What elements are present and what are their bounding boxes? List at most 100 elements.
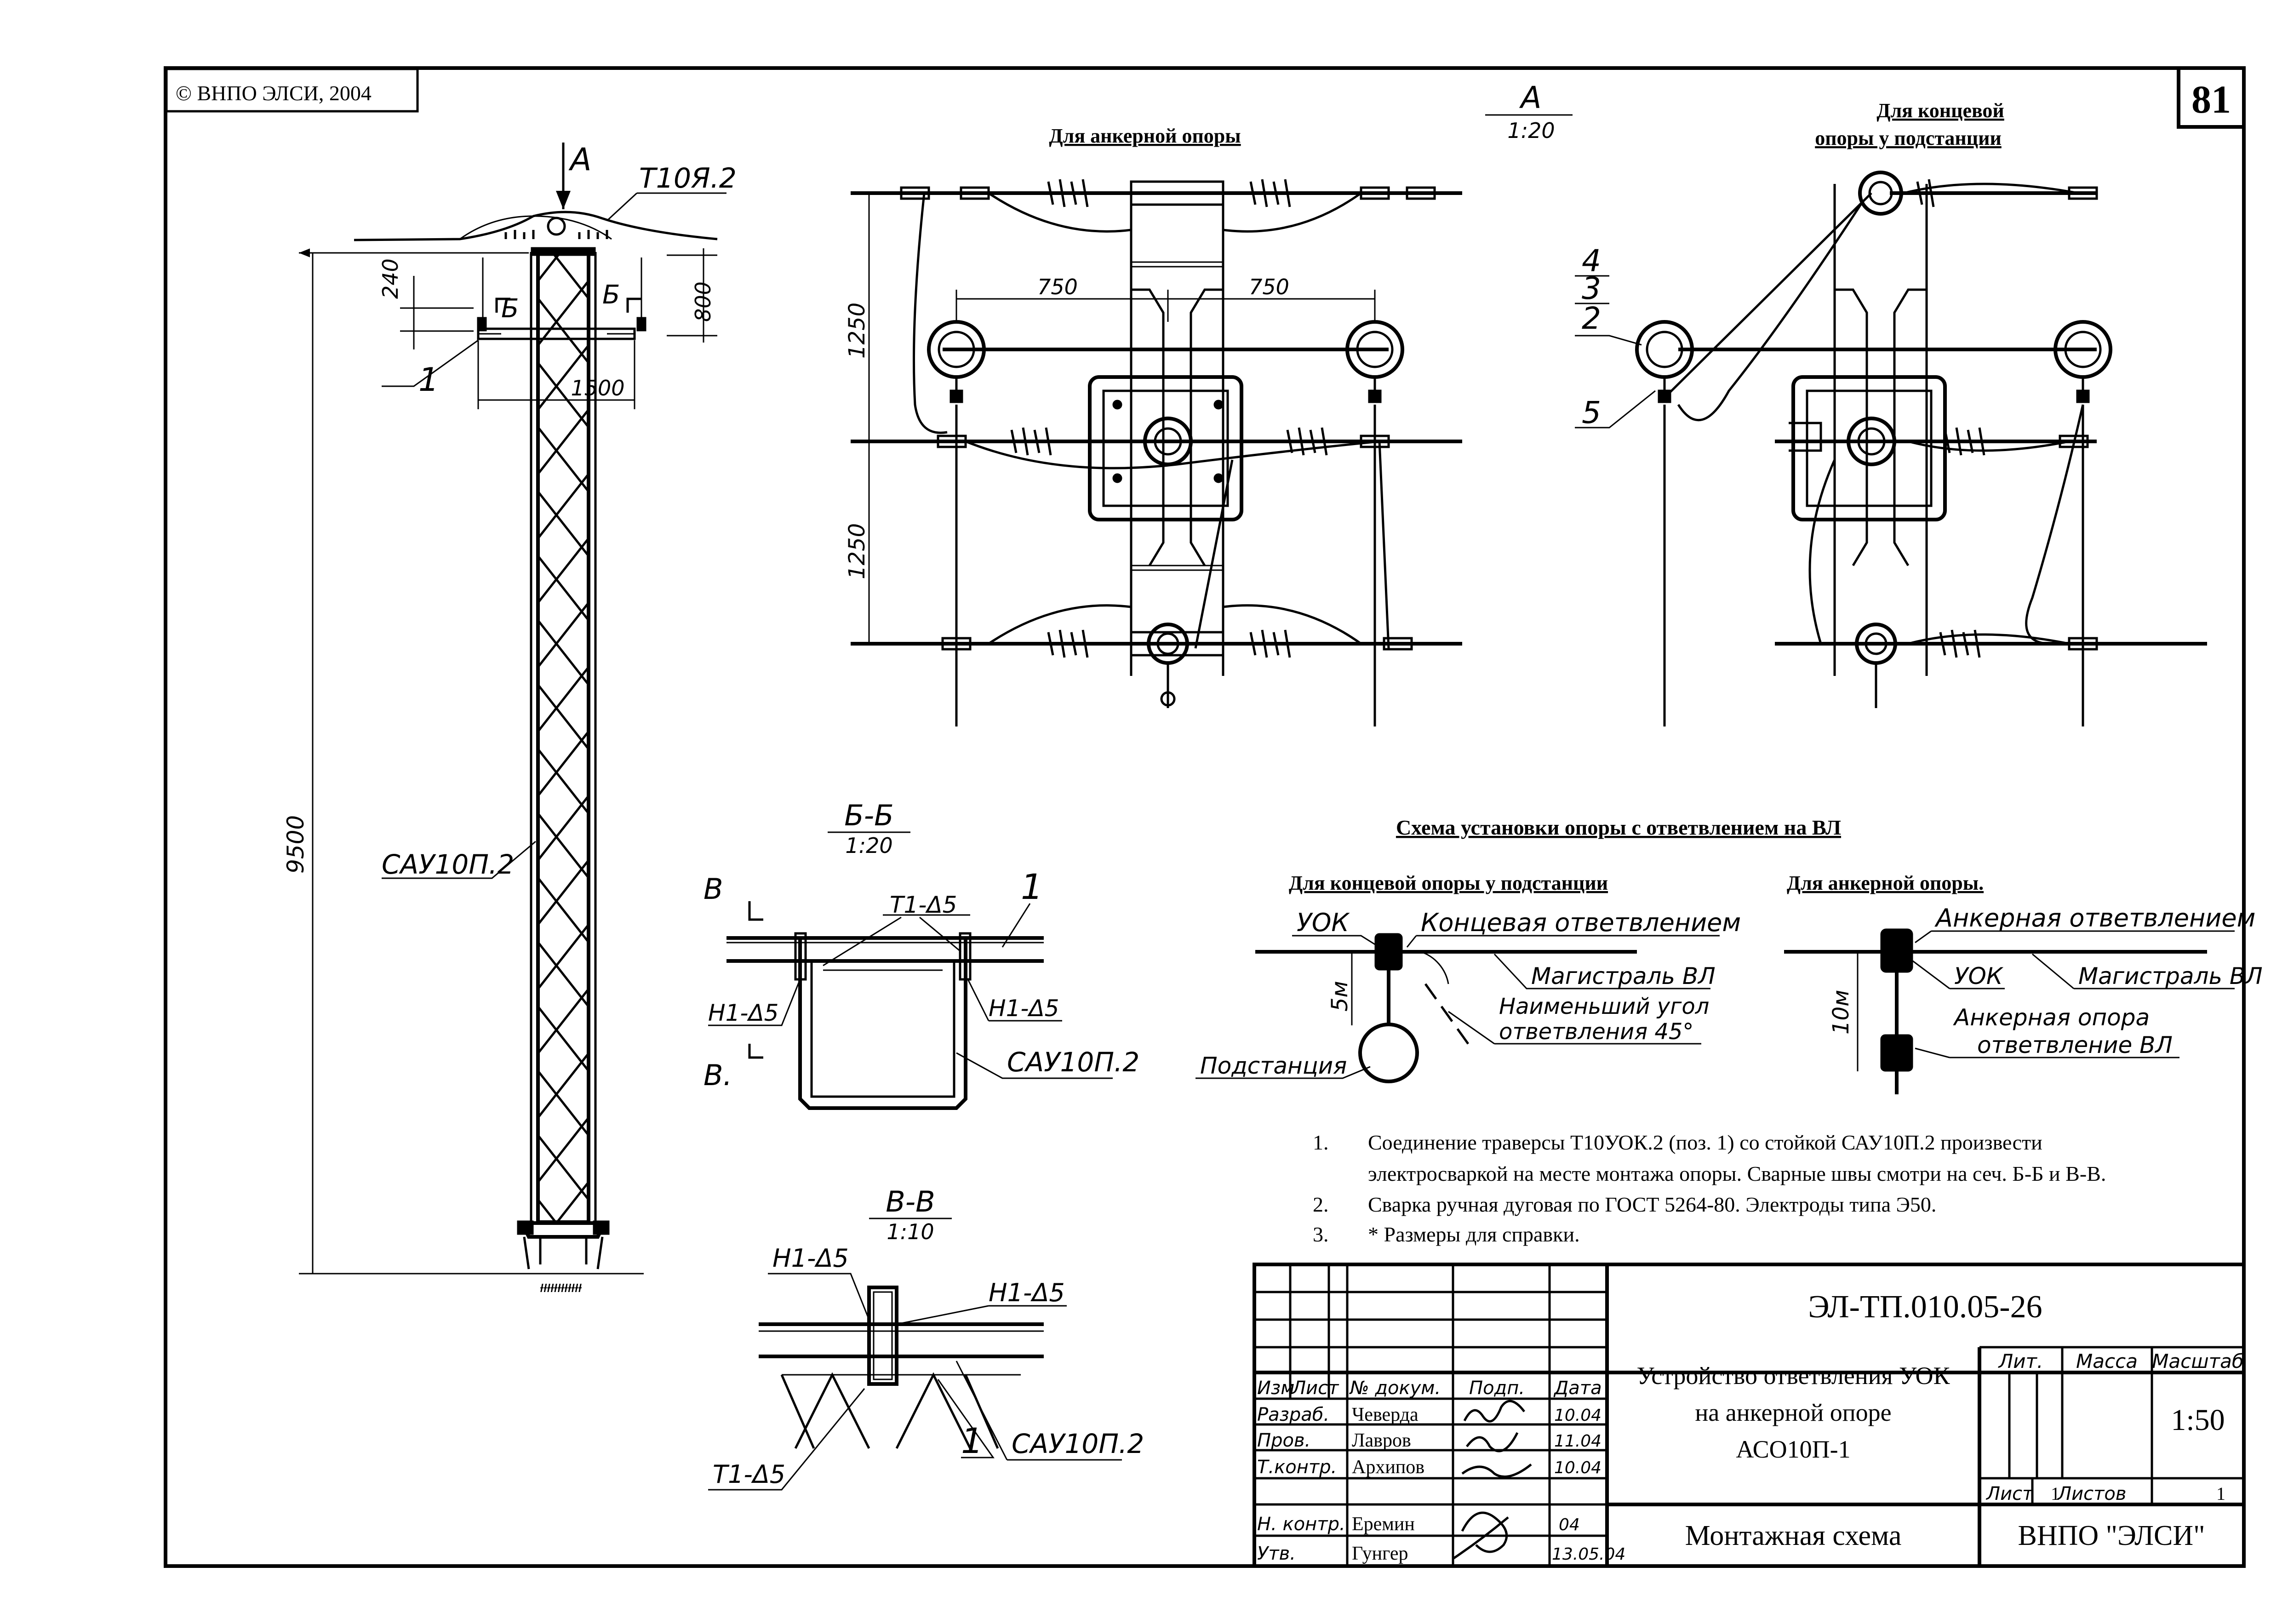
description-line-2: на анкерной опоре [1695,1399,1891,1426]
weld-vv-left: Н1-Δ5 [772,1244,849,1273]
scheme-left-main: Магистраль ВЛ [1531,963,1716,989]
weld-left-label: Н1-Δ5 [708,1000,778,1026]
date-3: 10.04 [1554,1458,1602,1477]
name-1: Чеверда [1352,1404,1419,1425]
copyright-box [165,68,419,113]
note-1-line-1: Соединение траверсы Т10УОК.2 (поз. 1) со… [1368,1131,2042,1154]
view-a-header: А 1:20 Для анкерной опоры Для концевой о… [1049,80,2004,149]
view-a-scale: 1:20 [1507,118,1555,143]
scheme-left-angle-2: ответвления 45° [1499,1019,1693,1045]
role-2: Пров. [1257,1430,1310,1451]
date-5: 13.05.04 [1552,1545,1625,1564]
terminal-support-title-1: Для концевой [1876,99,2004,122]
header-sign: Подп. [1469,1378,1525,1399]
title-block: ЭЛ-ТП.010.05-26 Устройство ответвления У… [1253,1263,2246,1568]
scheme-right-title: Для анкерной опоры. [1787,872,1984,894]
organization: ВНПО "ЭЛСИ" [2018,1520,2205,1551]
section-vv-pos-1: 1 [961,1420,983,1461]
note-3-num: 3. [1313,1223,1329,1246]
note-2-line-1: Сварка ручная дуговая по ГОСТ 5264-80. Э… [1368,1193,1936,1216]
section-b-right: Б [602,280,620,310]
scheme-left-angle-1: Наименьший угол [1499,994,1709,1019]
signatures [1452,1400,1532,1560]
scheme-right-anchor-2: ответвление ВЛ [1977,1032,2173,1058]
dim-750-right: 750 [1249,274,1289,299]
description-line-1: Устройство ответвления УОК [1636,1362,1950,1390]
pole-elevation-view: ᵼᵼᵼᵼᵼᵼᵼᵼᵼᵼᵼᵼ А Т10Я.2 240 Б Б 800 1500 1… [282,142,737,1296]
date-1: 10.04 [1554,1406,1602,1425]
section-vv-title: В-В [886,1185,935,1218]
date-4: 04 [1559,1515,1580,1534]
sheet-frame: © ВНПО ЭЛСИ, 2004 81 [164,66,2246,1568]
section-bb-column: САУ10П.2 [1007,1046,1139,1078]
scheme-title: Схема установки опоры с ответвлением на … [1396,816,1841,839]
dim-1250-bottom: 1250 [844,523,870,579]
description-line-3: АСО10П-1 [1736,1435,1850,1463]
section-b-left: Б [501,294,519,324]
dim-800: 800 [691,281,715,322]
name-5: Гунгер [1352,1543,1408,1564]
header-list: Лист [1291,1378,1339,1399]
scheme-left-uok-box [1374,933,1403,971]
scheme-right-branch: Анкерная ответвлением [1934,903,2255,932]
sheet-number: 81 [2191,77,2231,121]
scheme-right-anchor-1: Анкерная опора [1953,1004,2150,1031]
scheme-left-substation: Подстанция [1200,1052,1347,1079]
scheme-left-dim: 5м [1327,981,1353,1012]
pos-1-label: 1 [418,361,439,399]
section-bb-title: Б-Б [844,799,893,832]
role-1: Разраб. [1257,1404,1329,1425]
lattice-column [538,252,589,1222]
note-2-num: 2. [1313,1193,1329,1216]
scheme-left-title: Для концевой опоры у подстанции [1289,872,1608,894]
notes-block: 1. Соединение траверсы Т10УОК.2 (поз. 1)… [1313,1131,2106,1246]
name-3: Архипов [1352,1457,1424,1478]
pos-5-label: 5 [1582,395,1601,430]
sheet-number-box [2177,66,2246,129]
col-lit: Лит. [1998,1350,2043,1372]
anchor-support-plan: 750 750 1250 1250 [844,179,1462,726]
note-3-line-1: * Размеры для справки. [1368,1223,1580,1246]
section-bb: Б-Б 1:20 В В. Т1-Δ5 Н1-Δ5 Н1-Δ5 1 САУ10П… [704,799,1139,1110]
name-4: Еремин [1352,1514,1415,1535]
weld-top-label: Т1-Δ5 [890,892,957,918]
scheme-right-anchor-box [1880,1034,1913,1072]
col-scale: Масштаб [2152,1350,2244,1372]
anchor-yoke-left [927,320,986,403]
scheme-left-uok: УОК [1297,908,1350,937]
scheme-right-uok: УОК [1954,963,2004,989]
anchor-support-title: Для анкерной опоры [1049,125,1241,147]
header-izm: Изм [1257,1378,1294,1399]
note-1-num: 1. [1313,1131,1329,1154]
installation-scheme: Схема установки опоры с ответвлением на … [1195,816,2263,1094]
section-vv-scale: 1:10 [887,1219,934,1244]
crossarm-label: Т10Я.2 [639,162,737,194]
col-mass: Масса [2076,1350,2138,1372]
view-a-title: А [1519,80,1541,115]
copyright-text: © ВНПО ЭЛСИ, 2004 [176,81,372,105]
view-arrow-label: А [568,142,592,178]
doc-code: ЭЛ-ТП.010.05-26 [1808,1289,2042,1325]
role-5: Утв. [1257,1543,1296,1564]
sheets-label: Листов [2057,1483,2126,1504]
dim-240: 240 [378,258,403,299]
dim-9500: 9500 [282,815,309,874]
section-bb-v-top: В [704,872,723,906]
section-vv: В-В 1:10 Н1-Δ5 Н1-Δ5 Т1-Δ5 1 САУ10П.2 [708,1185,1144,1491]
clamp-body [1088,375,1243,521]
pos-3-label: 3 [1582,271,1601,306]
sheet-label: Лист [1985,1483,2034,1504]
terminal-support-plan: 4 3 2 5 [1575,171,2207,726]
section-bb-pos-1: 1 [1021,866,1043,907]
pos-2-label: 2 [1582,301,1601,336]
section-bb-v-bottom: В. [704,1058,732,1092]
section-bb-scale: 1:20 [845,833,892,858]
name-2: Лавров [1352,1430,1411,1451]
pos-4-label: 4 [1582,243,1601,279]
scheme-right-uok-box [1880,928,1913,973]
header-doc: № докум. [1349,1378,1441,1399]
weld-right-label: Н1-Δ5 [989,995,1059,1022]
dim-1500: 1500 [571,376,624,400]
scale-value: 1:50 [2171,1403,2225,1437]
